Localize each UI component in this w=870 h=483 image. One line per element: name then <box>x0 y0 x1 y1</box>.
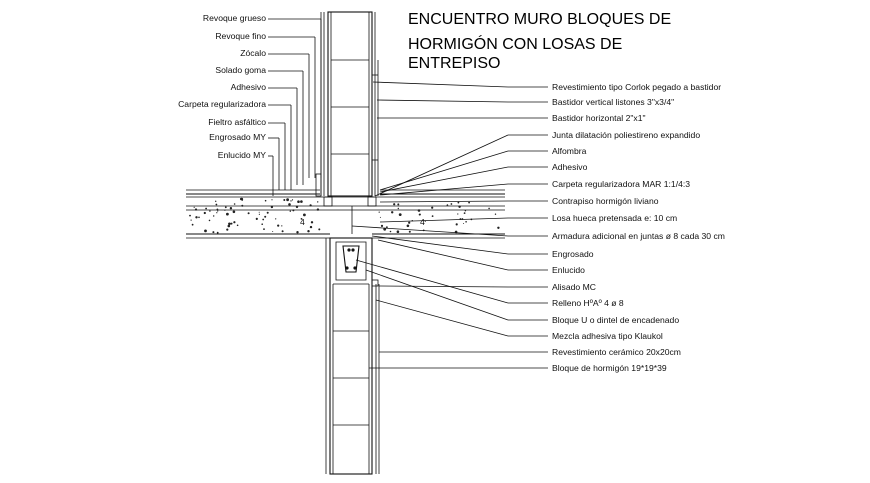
right-label: Enlucido <box>552 265 585 275</box>
left-label: Solado goma <box>215 65 266 75</box>
right-label: Losa hueca pretensada e: 10 cm <box>552 213 677 223</box>
right-label: Bloque U o dintel de encadenado <box>552 315 679 325</box>
slab-mark: 4 <box>420 217 425 227</box>
lower-wall <box>325 237 380 475</box>
floor-slab: 4 4 <box>186 189 505 239</box>
title-line-2: HORMIGÓN CON LOSAS DE <box>408 34 622 53</box>
right-label: Alisado MC <box>552 282 596 292</box>
left-label: Revoque grueso <box>203 13 266 23</box>
right-label: Engrosado <box>552 249 594 259</box>
right-label: Armadura adicional en juntas ø 8 cada 30… <box>552 231 725 241</box>
right-label: Bloque de hormigón 19*19*39 <box>552 363 667 373</box>
left-label: Carpeta regularizadora <box>178 99 266 109</box>
right-callouts: Revestimiento tipo Corlok pegado a basti… <box>351 81 725 373</box>
title: ENCUENTRO MURO BLOQUES DE HORMIGÓN CON L… <box>408 11 671 72</box>
right-label: Bastidor vertical listones 3"x3/4" <box>552 97 674 107</box>
right-label: Revestimiento cerámico 20x20cm <box>552 347 681 357</box>
left-label: Fieltro asfáltico <box>208 117 266 127</box>
right-label: Revestimiento tipo Corlok pegado a basti… <box>552 82 721 92</box>
left-label: Revoque fino <box>215 31 266 41</box>
upper-wall <box>315 11 379 197</box>
left-label: Enlucido MY <box>218 150 267 160</box>
right-label: Alfombra <box>552 146 587 156</box>
left-label: Zócalo <box>240 48 266 58</box>
right-label: Adhesivo <box>552 162 588 172</box>
title-line-1: ENCUENTRO MURO BLOQUES DE <box>408 11 671 28</box>
left-label: Engrosado MY <box>209 132 266 142</box>
right-label: Relleno HºAº 4 ø 8 <box>552 298 624 308</box>
right-label: Junta dilatación poliestireno expandido <box>552 130 700 140</box>
title-line-3: ENTREPISO <box>408 55 500 72</box>
left-label: Adhesivo <box>231 82 267 92</box>
right-label: Mezcla adhesiva tipo Klaukol <box>552 331 663 341</box>
right-label: Contrapiso hormigón liviano <box>552 196 659 206</box>
right-label: Bastidor horizontal 2"x1" <box>552 113 646 123</box>
slab-mark: 4 <box>300 217 305 227</box>
right-label: Carpeta regularizadora MAR 1:1/4:3 <box>552 179 690 189</box>
